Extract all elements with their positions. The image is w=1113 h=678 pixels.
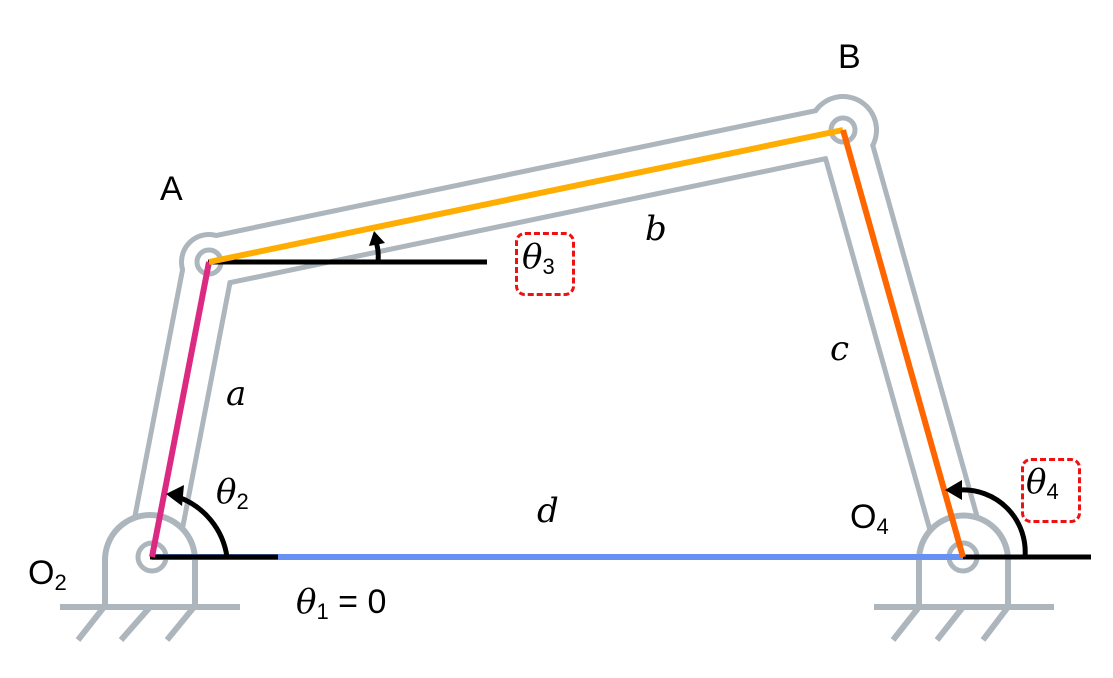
theta1-value: = 0 — [328, 583, 387, 621]
theta4-arrowhead — [945, 480, 962, 500]
theta1-symbol: θ — [296, 582, 317, 622]
link-c-label: c — [830, 329, 850, 369]
point-o2-label: O2 — [28, 556, 67, 594]
point-a-label: A — [160, 170, 183, 208]
theta2-subscript: 2 — [236, 489, 249, 514]
o2-subscript: 2 — [54, 570, 67, 595]
link-a-label: a — [226, 374, 247, 414]
link-d-label: d — [537, 491, 559, 531]
theta2-arrowhead — [166, 485, 184, 506]
theta3-symbol: θ — [522, 237, 543, 277]
ground-support-o2 — [60, 512, 240, 642]
o2-letter: O — [28, 554, 55, 592]
link-b-label: b — [645, 209, 667, 249]
point-o4-label: O4 — [850, 500, 889, 538]
theta2-symbol: θ — [216, 472, 237, 512]
theta4-arc — [959, 487, 1028, 558]
link-c — [840, 129, 966, 558]
link-bodies-fill — [130, 99, 985, 579]
theta4-label: θ4 — [1026, 465, 1059, 503]
theta4-subscript: 4 — [1046, 479, 1059, 504]
theta2-arc — [177, 494, 230, 558]
theta3-arc — [373, 241, 381, 263]
link-b — [208, 127, 844, 265]
point-b-label: B — [838, 38, 861, 76]
theta3-arrowhead — [369, 231, 385, 246]
ground-support-o4 — [874, 512, 1054, 642]
theta4-symbol: θ — [1026, 462, 1047, 502]
theta1-label: θ1 = 0 — [296, 585, 386, 623]
o4-subscript: 4 — [876, 514, 889, 539]
o4-letter: O — [850, 498, 877, 536]
theta2-label: θ2 — [216, 475, 249, 513]
theta3-label: θ3 — [522, 240, 555, 278]
theta1-subscript: 1 — [316, 599, 329, 624]
theta4-highlight-box — [1021, 458, 1081, 523]
link-a — [149, 261, 212, 558]
theta3-subscript: 3 — [542, 254, 555, 279]
theta3-highlight-box — [515, 232, 575, 296]
